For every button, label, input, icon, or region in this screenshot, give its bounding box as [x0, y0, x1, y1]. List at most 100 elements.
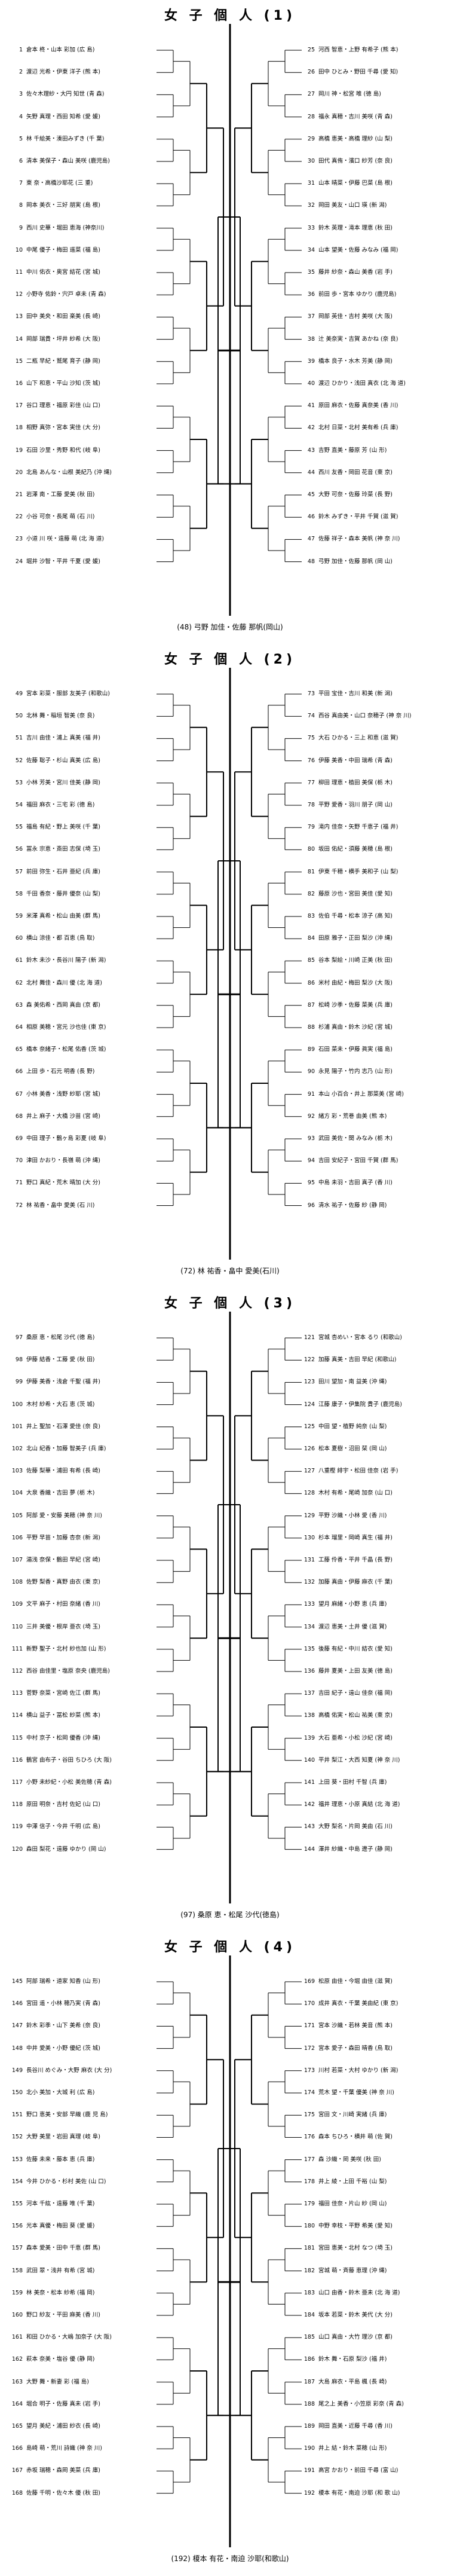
- entry-number: 4: [19, 113, 23, 120]
- entry-number: 38: [307, 335, 315, 343]
- entry-name: 岡部 瑞貴・坪井 紗希 (大 阪): [26, 335, 100, 343]
- entry-number: 59: [15, 913, 23, 919]
- entry-number: 114: [11, 1712, 23, 1719]
- entry-name: 福島 有紀・野上 美咲 (千 葉): [26, 824, 100, 831]
- entry-number: 122: [303, 1356, 315, 1364]
- entry-name: 森本 愛美・田中 千恵 (群 馬): [26, 2245, 100, 2252]
- entry-name: 山下 和恵・平山 沙知 (茨 城): [26, 380, 100, 387]
- entry-name: 井上 聖加・石澤 愛佳 (奈 良): [26, 1423, 100, 1430]
- bracket-lines: [157, 1955, 302, 2547]
- entry-number: 63: [15, 1001, 23, 1009]
- entry-name: 津田 かおり・長嶺 萌 (沖 縄): [26, 1157, 100, 1165]
- entry-name: 小道 川 咲・遠藤 萌 (北 海 道): [26, 536, 105, 543]
- entry-number: 184: [303, 2312, 315, 2318]
- entry-number: 165: [11, 2423, 23, 2430]
- entry-number: 100: [11, 1401, 23, 1408]
- entry-number: 136: [303, 1668, 315, 1674]
- entry-name: 清水 祐子・佐藤 紗 (静 岡): [318, 1202, 387, 1209]
- entry-number: 171: [303, 2022, 315, 2030]
- entry-name: 柳田 理恵・植田 美保 (栃 木): [318, 779, 392, 786]
- entry-number: 142: [303, 1801, 315, 1808]
- entry-name: 加藤 真美・吉田 早紀 (和歌山): [318, 1356, 397, 1364]
- entry-name: 岡田 直美・近藤 千尋 (香 川): [318, 2423, 392, 2430]
- entry-name: 大石 亜希・小松 沙紀 (宮 崎): [318, 1734, 392, 1741]
- entry-name: 野口 紗友・平田 麻美 (香 川): [26, 2312, 100, 2318]
- entry-name: 中尾 優子・梅田 遥菜 (福 島): [26, 246, 100, 253]
- entry-name: 渡辺 恵美・土井 優 (滋 賀): [318, 1623, 387, 1630]
- entry-number: 159: [11, 2289, 23, 2296]
- entry-name: 田原 雅子・正田 梨沙 (沖 縄): [318, 935, 392, 942]
- entry-name: 鈴木 舞・石原 梨沙 (福 井): [318, 2356, 387, 2363]
- entry-number: 188: [303, 2400, 315, 2407]
- entry-name: 八重樫 緋宇・松田 佳奈 (岩 手): [318, 1468, 398, 1475]
- entry-number: 39: [307, 357, 315, 365]
- entry-number: 131: [303, 1557, 315, 1563]
- entry-name: 北林 舞・稲垣 智美 (奈 良): [26, 713, 95, 720]
- entry-name: 林 千絵美・湊田みずき (千 葉): [26, 135, 105, 142]
- entry-number: 46: [307, 514, 315, 521]
- entry-number: 150: [11, 2089, 23, 2096]
- entry-number: 109: [11, 1601, 23, 1608]
- entry-name: 小林 美香・浅野 紗耶 (宮 城): [26, 1090, 100, 1098]
- entry-name: 冨永 宗恵・斎田 志保 (埼 玉): [26, 846, 100, 853]
- entry-name: 藤原 沙也・宮田 美佳 (愛 知): [318, 890, 392, 897]
- entry-name: 阿部 愛・安藤 美穂 (神 奈 川): [26, 1512, 103, 1519]
- entry-name: 萩本 奈美・塩谷 優 (静 岡): [26, 2356, 95, 2363]
- entry-number: 108: [11, 1579, 23, 1586]
- entry-name: 江藤 康子・伊集院 貴子 (鹿児島): [318, 1401, 402, 1408]
- entry-number: 110: [11, 1623, 23, 1630]
- entry-name: 二瓶 早紀・鷲尾 育子 (静 岡): [26, 357, 100, 365]
- entry-number: 130: [303, 1534, 315, 1541]
- entry-name: 森 美佑希・西岡 真由 (京 都): [26, 1001, 100, 1009]
- entry-name: 平田 宝佳・吉川 和美 (新 潟): [318, 690, 392, 697]
- entry-name: 高橋 恵美・高橋 理紗 (山 梨): [318, 135, 392, 142]
- entry-name: 橋本 奈緒子・松尾 佑香 (茨 城): [26, 1046, 106, 1053]
- entry-number: 102: [11, 1446, 23, 1452]
- entry-number: 62: [15, 979, 23, 986]
- entry-number: 17: [15, 402, 23, 410]
- entry-number: 18: [15, 424, 23, 432]
- entry-name: 榎本 有花・南迫 沙耶 (和 歌 山): [318, 2489, 400, 2496]
- entry-number: 124: [303, 1401, 315, 1408]
- entry-number: 40: [307, 380, 315, 387]
- entry-number: 120: [11, 1845, 23, 1853]
- entry-number: 148: [11, 2045, 23, 2052]
- entry-name: 林 美奈・松本 紗希 (福 岡): [26, 2289, 95, 2296]
